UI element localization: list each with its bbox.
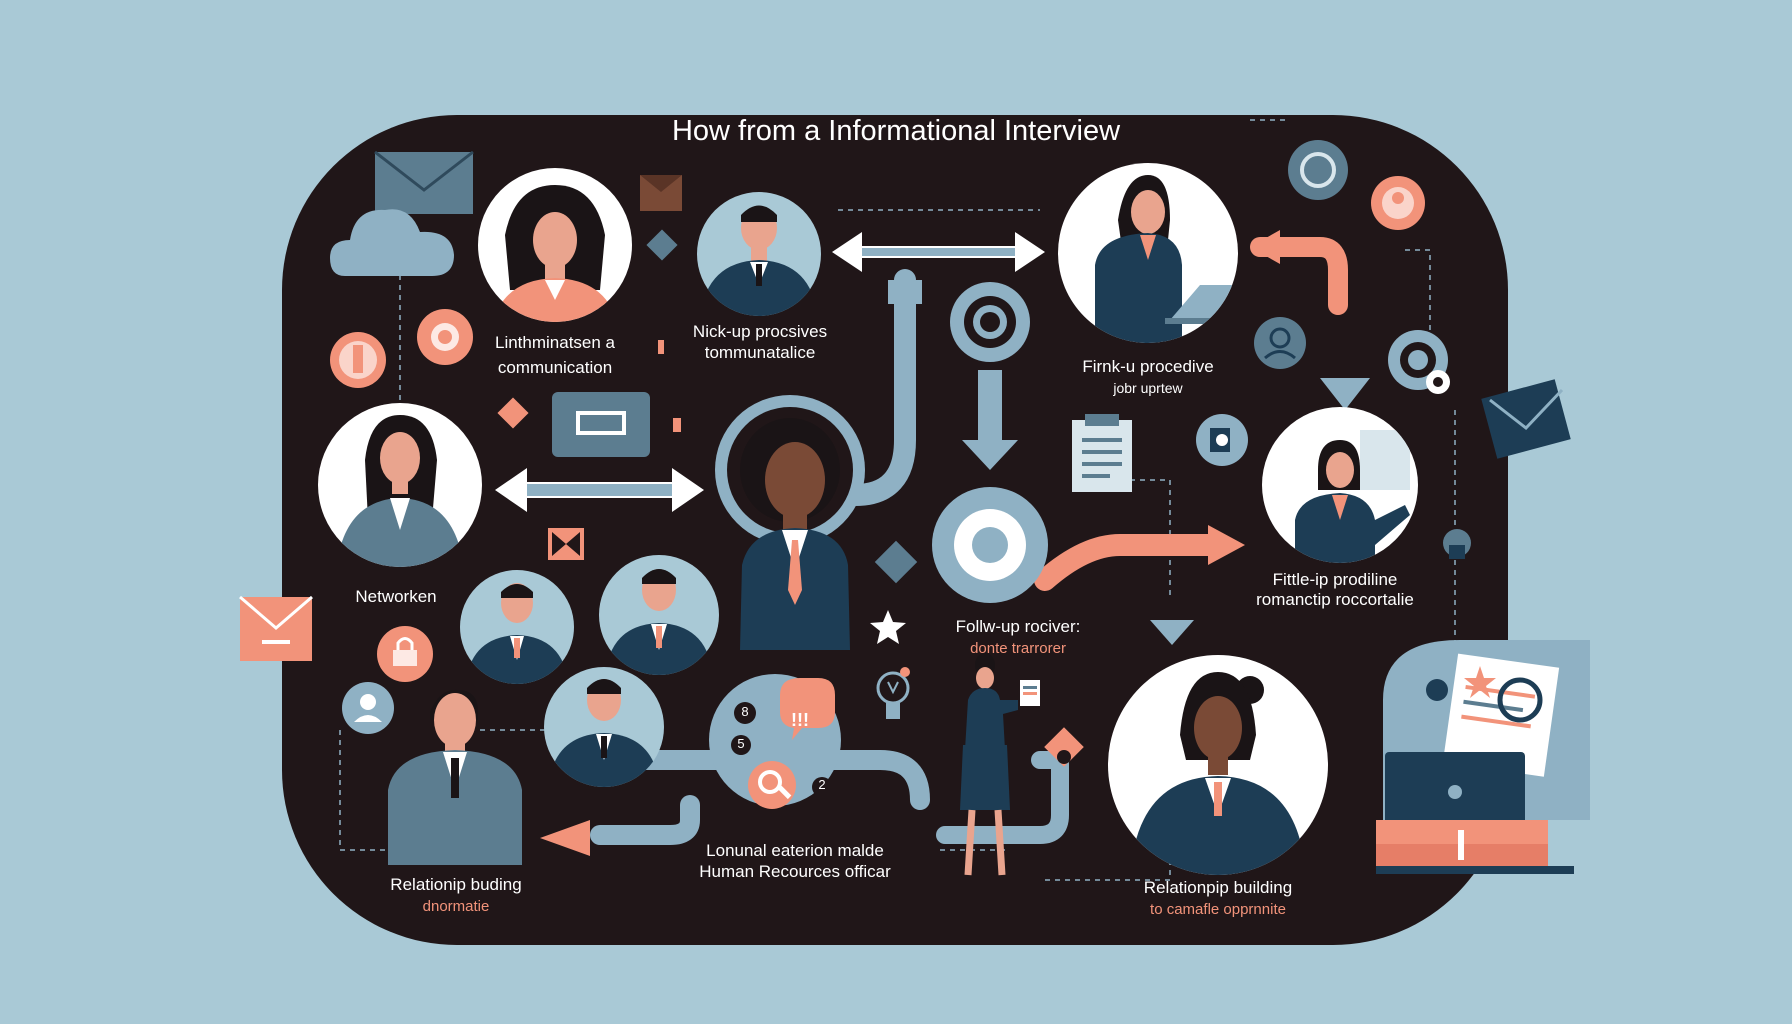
flow-pipes	[590, 237, 1348, 845]
badge-text: 8	[741, 704, 749, 719]
document-icon	[1196, 414, 1248, 466]
double-arrow-inner	[527, 248, 1015, 496]
chevron-badge-icon	[1044, 727, 1084, 767]
badge-text: !!!	[791, 710, 809, 730]
label-nick-1: Nick-up procsives	[692, 322, 828, 341]
folder-icon	[640, 175, 682, 211]
refresh-icon	[1288, 140, 1348, 200]
label-rel-left-2: dnormatie	[422, 898, 490, 915]
clipboard-icon	[1072, 414, 1132, 492]
user-icon	[342, 682, 394, 734]
chat-bubble-icon	[417, 309, 473, 365]
cloud-icon	[330, 209, 454, 276]
label-lonunal-2: Human Recources officar	[699, 862, 891, 881]
label-follow-1: Follw-up rociver:	[955, 617, 1081, 636]
label-fittle-2: romanctip roccortalie	[1256, 590, 1414, 609]
gear-icon	[1388, 330, 1450, 394]
padlock-icon	[1443, 529, 1471, 559]
page-title: How from a Informational Interview	[671, 115, 1121, 147]
label-rel-right-1: Relationpip building	[1143, 878, 1293, 897]
envelope-icon	[374, 150, 474, 214]
arrow-heads	[540, 230, 1370, 856]
label-firk-1: Firnk-u procedive	[1082, 357, 1214, 376]
dot-icon	[900, 667, 910, 677]
laptop-icon	[1383, 640, 1590, 838]
user-icon	[1371, 176, 1425, 230]
label-networken: Networken	[355, 587, 437, 606]
user-icon	[1254, 317, 1306, 369]
lightbulb-icon	[876, 671, 910, 719]
portrait-circle-5	[460, 570, 574, 684]
label-communication-2: communication	[497, 358, 613, 377]
diamond-shape	[497, 397, 529, 429]
magnifier-icon	[709, 674, 841, 809]
label-communication-1: Linthminatsen a	[494, 333, 616, 352]
portrait-circle-8	[1108, 655, 1328, 875]
label-firk-2: jobr uprtew	[1113, 380, 1183, 396]
badge-text: 5	[737, 736, 745, 751]
star-icon	[870, 610, 906, 644]
label-nick-2: tommunatalice	[704, 343, 816, 362]
portrait-circle-6	[599, 555, 719, 675]
portrait-circle-3	[1058, 163, 1238, 343]
label-rel-right-2: to camafle opprnnite	[1150, 901, 1286, 918]
label-follow-2: donte trarrorer	[970, 640, 1066, 657]
marker-icon	[673, 418, 681, 432]
portrait-circle-1	[478, 168, 632, 322]
diamond-shape	[646, 229, 678, 261]
bowtie-icon	[548, 528, 584, 560]
label-lonunal-1: Lonunal eaterion malde	[706, 841, 884, 860]
central-figure	[715, 395, 865, 650]
user-icon	[330, 332, 386, 388]
portrait-circle-9	[544, 667, 664, 787]
label-fittle-1: Fittle-ip prodiline	[1272, 570, 1398, 589]
portrait-circle-4	[318, 403, 482, 567]
diamond-shape	[874, 540, 918, 584]
lock-icon	[377, 626, 433, 682]
envelope-icon	[239, 595, 313, 661]
gear-icon	[932, 487, 1048, 603]
books-icon	[1376, 820, 1574, 874]
portrait-circle-7	[1262, 407, 1418, 563]
envelope-icon	[1481, 379, 1571, 459]
window-icon	[552, 392, 650, 457]
gear-icon	[950, 282, 1030, 362]
label-rel-left-1: Relationip buding	[390, 875, 522, 894]
man-figure-left	[388, 689, 522, 865]
standing-figure	[960, 653, 1040, 876]
portrait-circle-2	[697, 192, 821, 316]
badge-text: 2	[818, 777, 826, 792]
marker-icon	[658, 340, 664, 354]
